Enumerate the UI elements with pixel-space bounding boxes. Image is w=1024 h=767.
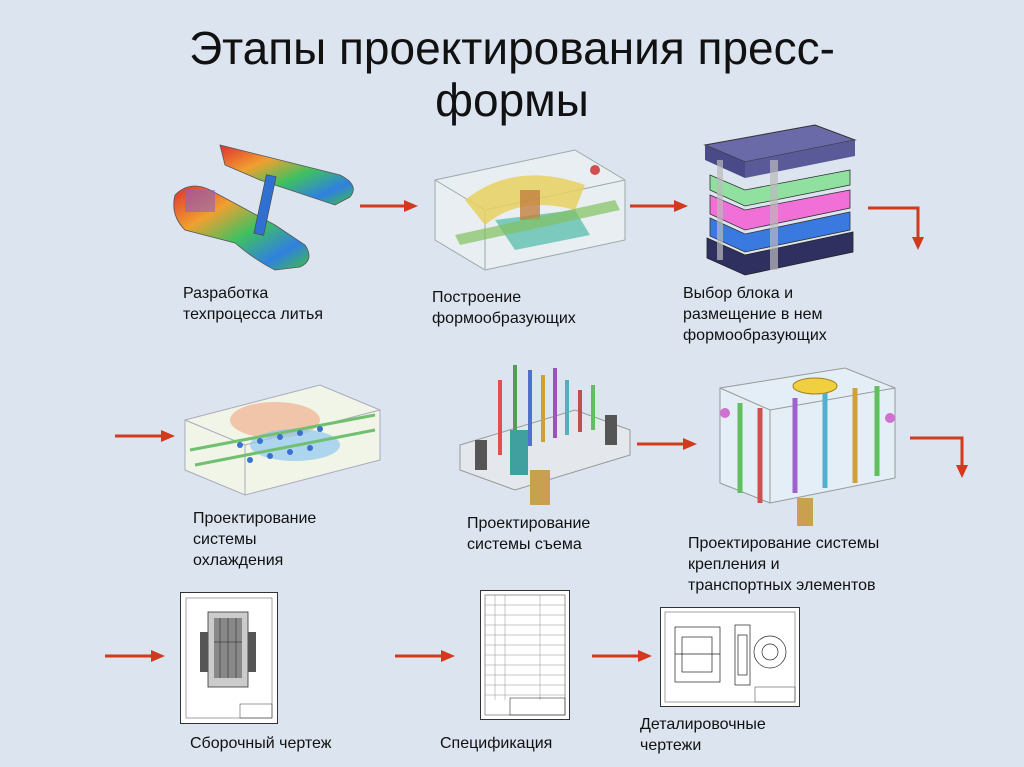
stage-3-line-2: размещение в нем — [683, 306, 823, 323]
stage-5-line-1: Проектирование — [467, 515, 591, 532]
stage-2-line-1: Построение — [432, 289, 522, 306]
title-line-2: формы — [435, 74, 589, 126]
stage-2-line-2: формообразующих — [432, 310, 576, 327]
stage-1-image-casting-analysis — [173, 144, 354, 271]
stage-9-line-1: Деталировочные — [640, 716, 766, 733]
arrow-5-6 — [637, 438, 697, 450]
stage-5-line-2: системы съема — [467, 536, 582, 553]
stage-9-image-detail-drawings — [660, 607, 800, 707]
arrow-2-3 — [630, 200, 688, 212]
stage-2-image-forming-parts — [434, 149, 626, 271]
stage-9-line-2: чертежи — [640, 737, 702, 754]
stage-5-label: Проектирование системы съема — [467, 513, 590, 555]
title-line-1: Этапы проектирования пресс- — [189, 22, 835, 74]
stage-6-line-1: Проектирование системы — [688, 535, 880, 552]
stage-4-line-3: охлаждения — [193, 552, 284, 569]
stage-1-line-1: Разработка — [183, 285, 269, 302]
stage-4-image-cooling — [184, 384, 381, 496]
stage-8-label: Спецификация — [440, 733, 552, 754]
stage-7-line-1: Сборочный чертеж — [190, 735, 332, 752]
stage-7-label: Сборочный чертеж — [190, 733, 331, 754]
stage-9-label: Деталировочные чертежи — [640, 714, 766, 756]
stage-7-image-assembly-drawing — [180, 592, 278, 724]
stage-3-image-mold-block — [703, 124, 857, 276]
title: Этапы проектирования пресс-формы — [0, 22, 1024, 126]
arrow-7-8 — [395, 650, 455, 662]
stage-4-line-2: системы — [193, 531, 257, 548]
arrow-3-down — [868, 206, 924, 250]
stage-6-line-3: транспортных элементов — [688, 577, 876, 594]
stage-1-label: Разработка техпроцесса литья — [183, 283, 323, 325]
stage-3-line-1: Выбор блока и — [683, 285, 794, 302]
stage-4-label: Проектирование системы охлаждения — [193, 508, 316, 571]
stage-4-line-1: Проектирование — [193, 510, 317, 527]
stage-8-line-1: Спецификация — [440, 735, 553, 752]
stage-3-label: Выбор блока и размещение в нем формообра… — [683, 283, 827, 346]
arrow-into-row-3 — [105, 650, 165, 662]
arrow-into-row-2 — [115, 430, 175, 442]
stage-5-image-ejection — [459, 365, 631, 505]
arrow-8-9 — [592, 650, 652, 662]
stage-6-label: Проектирование системы крепления и транс… — [688, 533, 879, 596]
stage-3-line-3: формообразующих — [683, 327, 827, 344]
arrow-6-down — [910, 436, 968, 478]
stage-2-label: Построение формообразующих — [432, 287, 576, 329]
stage-8-image-specification — [480, 590, 570, 720]
stage-6-line-2: крепления и — [688, 556, 780, 573]
stage-1-line-2: техпроцесса литья — [183, 306, 323, 323]
arrow-1-2 — [360, 200, 418, 212]
stage-6-image-mounting — [719, 367, 896, 526]
